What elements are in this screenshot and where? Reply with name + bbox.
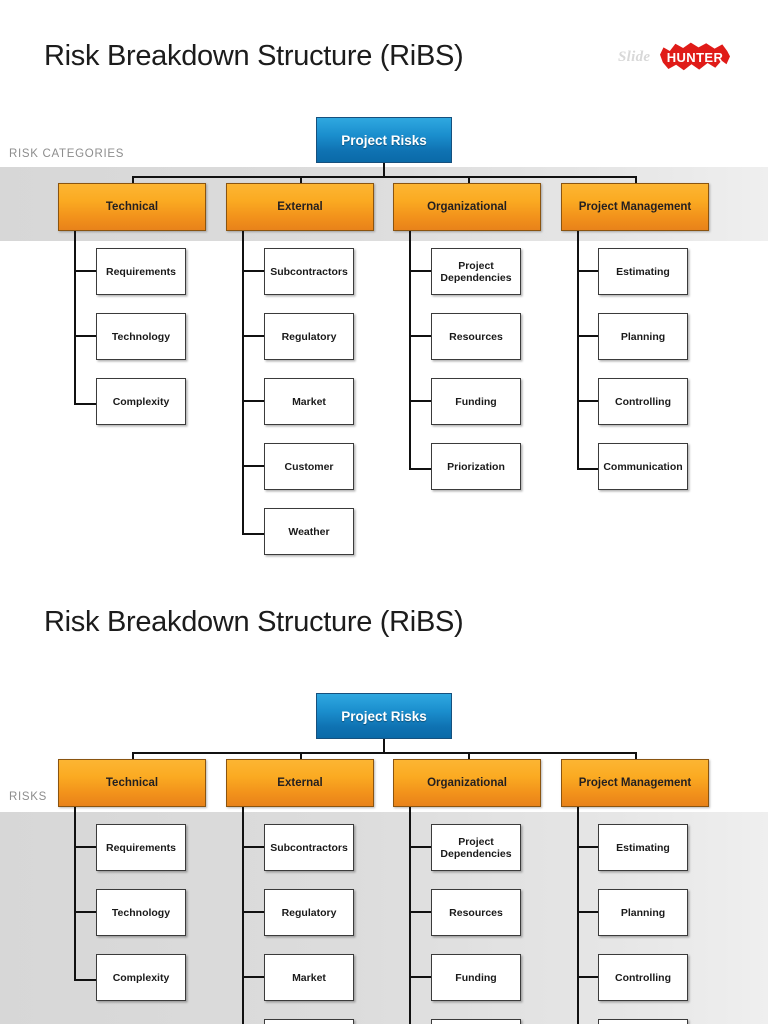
node-category-technical-2[interactable]: Technical [58, 759, 206, 807]
connector-branch-requirements [74, 270, 97, 272]
connector-trunk-organizational [409, 231, 411, 470]
node-leaf-project-dependencies[interactable]: Project Dependencies [431, 248, 521, 295]
connector-branch-technology [74, 335, 97, 337]
node-leaf-regulatory-2[interactable]: Regulatory [264, 889, 354, 936]
node-category-technical[interactable]: Technical [58, 183, 206, 231]
connector-branch-planning [577, 335, 600, 337]
band-label-risk-categories: RISK CATEGORIES [9, 148, 125, 160]
node-leaf-technology[interactable]: Technology [96, 313, 186, 360]
connector-trunk-external-2 [242, 807, 244, 1024]
connector-branch-regulatory [242, 335, 265, 337]
slide-risk-breakdown-structure-2: Risk Breakdown Structure (RiBS) RISKS Pr… [0, 590, 768, 1024]
logo-hunter-text: HUNTER [666, 49, 724, 65]
logo-slide-text: Slide [618, 49, 651, 65]
connector-branch-regulatory-2 [242, 911, 265, 913]
connector-drop-technical-2 [132, 752, 134, 759]
node-category-project-management-2[interactable]: Project Management [561, 759, 709, 807]
connector-drop-organizational [468, 176, 470, 183]
page-title: Risk Breakdown Structure (RiBS) [44, 40, 464, 72]
node-project-risks-2[interactable]: Project Risks [316, 693, 452, 739]
connector-drop-organizational-2 [468, 752, 470, 759]
connector-branch-funding [409, 400, 432, 402]
connector-branch-customer [242, 465, 265, 467]
node-category-external-2[interactable]: External [226, 759, 374, 807]
node-leaf-customer[interactable]: Customer [264, 443, 354, 490]
node-leaf-external-next-partial[interactable] [264, 1019, 354, 1024]
node-leaf-project-management-next-partial[interactable] [598, 1019, 688, 1024]
connector-branch-controlling [577, 400, 600, 402]
node-leaf-subcontractors-2[interactable]: Subcontractors [264, 824, 354, 871]
connector-branch-technology-2 [74, 911, 97, 913]
node-leaf-organizational-next-partial[interactable] [431, 1019, 521, 1024]
connector-branch-subcontractors [242, 270, 265, 272]
node-leaf-regulatory[interactable]: Regulatory [264, 313, 354, 360]
connector-branch-project-dependencies [409, 270, 432, 272]
node-leaf-estimating[interactable]: Estimating [598, 248, 688, 295]
node-leaf-funding-2[interactable]: Funding [431, 954, 521, 1001]
connector-drop-external-2 [300, 752, 302, 759]
node-leaf-communication[interactable]: Communication [598, 443, 688, 490]
connector-trunk-technical [74, 231, 76, 405]
node-leaf-planning[interactable]: Planning [598, 313, 688, 360]
connector-branch-requirements-2 [74, 846, 97, 848]
page-title-2: Risk Breakdown Structure (RiBS) [44, 606, 464, 638]
node-leaf-market-2[interactable]: Market [264, 954, 354, 1001]
connector-trunk-project-management-2 [577, 807, 579, 1024]
connector-branch-communication [577, 468, 600, 470]
node-leaf-priorization[interactable]: Priorization [431, 443, 521, 490]
connector-branch-priorization [409, 468, 432, 470]
node-category-project-management[interactable]: Project Management [561, 183, 709, 231]
connector-branch-controlling-2 [577, 976, 600, 978]
connector-branch-weather [242, 533, 265, 535]
connector-branch-market [242, 400, 265, 402]
connector-branch-planning-2 [577, 911, 600, 913]
connector-root-stem-2 [383, 739, 385, 753]
connector-drop-project-management [635, 176, 637, 183]
node-leaf-resources[interactable]: Resources [431, 313, 521, 360]
connector-drop-project-management-2 [635, 752, 637, 759]
connector-trunk-project-management [577, 231, 579, 470]
connector-drop-external [300, 176, 302, 183]
node-leaf-funding[interactable]: Funding [431, 378, 521, 425]
node-category-external[interactable]: External [226, 183, 374, 231]
band-label-risks: RISKS [9, 791, 48, 803]
node-leaf-requirements-2[interactable]: Requirements [96, 824, 186, 871]
connector-root-stem [383, 163, 385, 177]
connector-category-bus [132, 176, 637, 178]
connector-branch-estimating-2 [577, 846, 600, 848]
node-leaf-weather[interactable]: Weather [264, 508, 354, 555]
node-leaf-market[interactable]: Market [264, 378, 354, 425]
node-leaf-project-dependencies-2[interactable]: Project Dependencies [431, 824, 521, 871]
node-leaf-estimating-2[interactable]: Estimating [598, 824, 688, 871]
node-leaf-controlling-2[interactable]: Controlling [598, 954, 688, 1001]
connector-trunk-organizational-2 [409, 807, 411, 1024]
connector-category-bus-2 [132, 752, 637, 754]
node-leaf-planning-2[interactable]: Planning [598, 889, 688, 936]
connector-trunk-technical-2 [74, 807, 76, 981]
connector-branch-complexity-2 [74, 979, 97, 981]
node-leaf-subcontractors[interactable]: Subcontractors [264, 248, 354, 295]
node-leaf-controlling[interactable]: Controlling [598, 378, 688, 425]
node-project-risks[interactable]: Project Risks [316, 117, 452, 163]
connector-branch-complexity [74, 403, 97, 405]
node-leaf-resources-2[interactable]: Resources [431, 889, 521, 936]
node-leaf-complexity[interactable]: Complexity [96, 378, 186, 425]
connector-drop-technical [132, 176, 134, 183]
connector-branch-funding-2 [409, 976, 432, 978]
logo-burst-shape: HUNTER [660, 42, 730, 71]
connector-trunk-external [242, 231, 244, 535]
connector-branch-project-dependencies-2 [409, 846, 432, 848]
node-leaf-complexity-2[interactable]: Complexity [96, 954, 186, 1001]
connector-branch-resources [409, 335, 432, 337]
connector-branch-resources-2 [409, 911, 432, 913]
node-leaf-requirements[interactable]: Requirements [96, 248, 186, 295]
node-leaf-technology-2[interactable]: Technology [96, 889, 186, 936]
connector-branch-subcontractors-2 [242, 846, 265, 848]
slide-risk-breakdown-structure-1: Risk Breakdown Structure (RiBS) Slide HU… [0, 40, 768, 555]
connector-branch-market-2 [242, 976, 265, 978]
node-category-organizational-2[interactable]: Organizational [393, 759, 541, 807]
connector-branch-estimating [577, 270, 600, 272]
node-category-organizational[interactable]: Organizational [393, 183, 541, 231]
slidehunter-logo: Slide HUNTER [618, 42, 730, 72]
